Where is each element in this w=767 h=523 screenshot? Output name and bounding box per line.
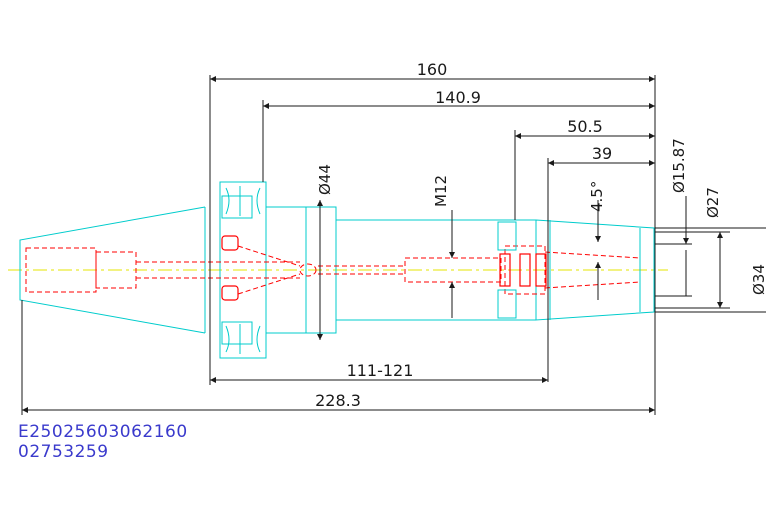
- hidden-features: [25, 245, 641, 295]
- part-number: E25025603062160: [18, 422, 188, 442]
- dim-m12: M12: [432, 175, 450, 207]
- set-screws: [221, 195, 517, 345]
- dim-228-3: 228.3: [315, 391, 361, 410]
- dim-dia-15-87: Ø15.87: [670, 138, 688, 193]
- dim-160: 160: [417, 60, 448, 79]
- dimension-lines: [21, 75, 766, 415]
- dim-50-5: 50.5: [567, 117, 603, 136]
- dim-taper-angle: 4.5°: [588, 181, 606, 212]
- dim-dia-34: Ø34: [750, 264, 767, 295]
- dim-dia-27: Ø27: [704, 187, 722, 218]
- dim-111-121: 111-121: [347, 361, 414, 380]
- dim-39: 39: [592, 144, 612, 163]
- dim-dia-44: Ø44: [316, 164, 334, 195]
- drive-keys: [221, 235, 547, 301]
- order-number: 02753259: [18, 442, 109, 462]
- dim-140-9: 140.9: [435, 88, 481, 107]
